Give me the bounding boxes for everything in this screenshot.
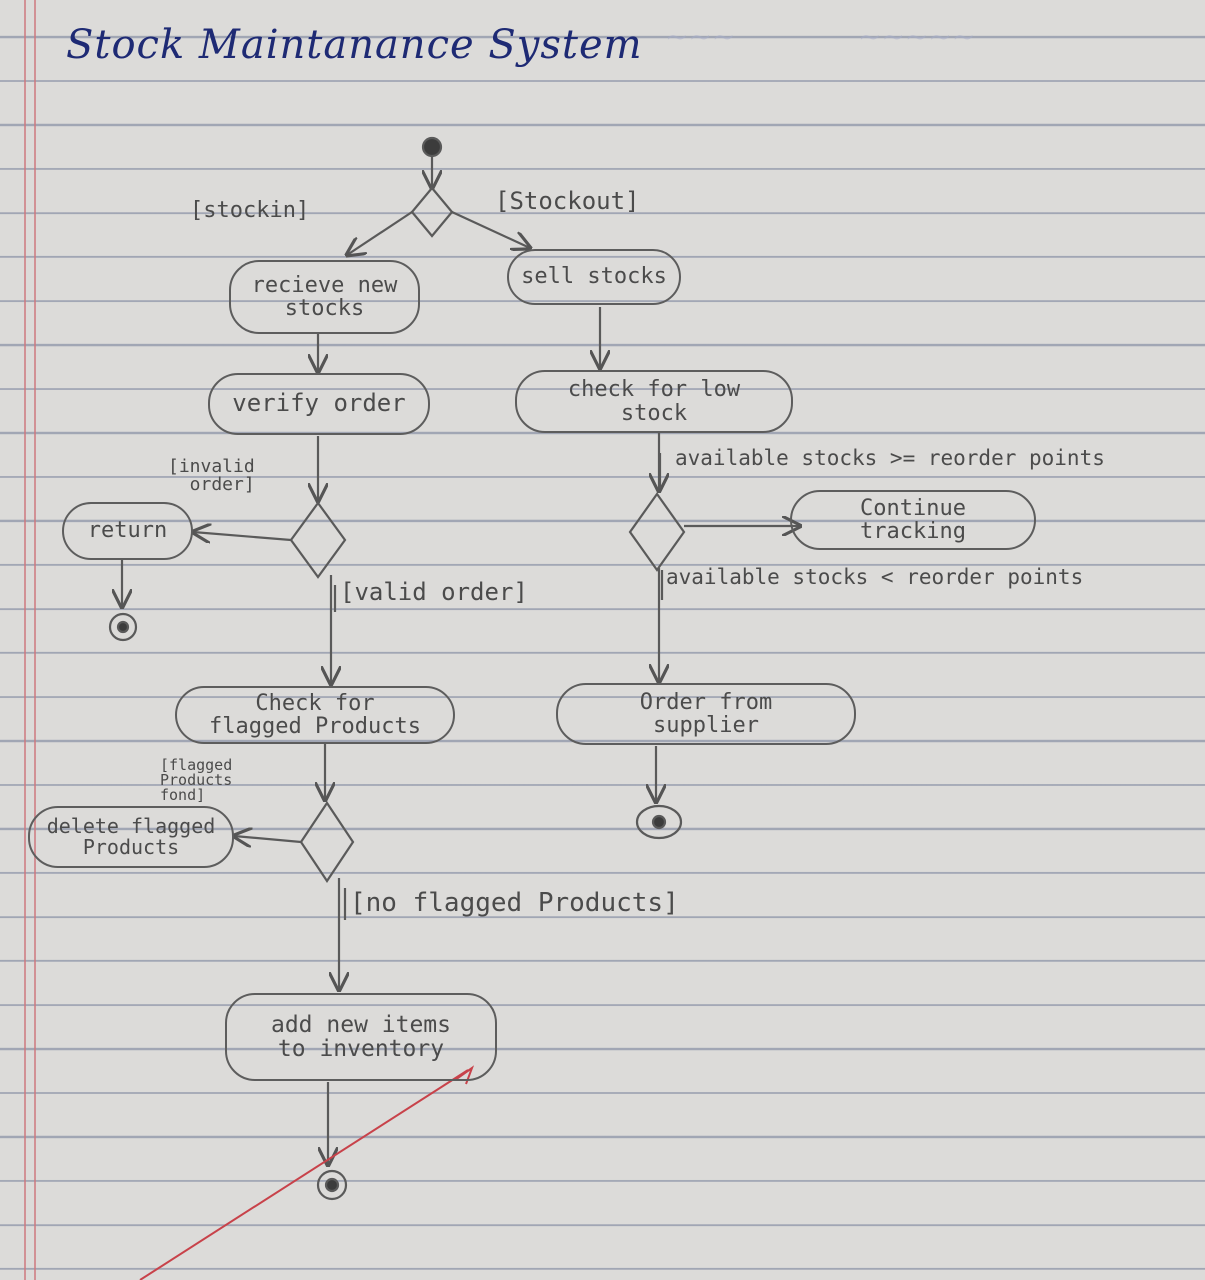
final-node-supplier-dot (651, 814, 667, 830)
guard-valid-order: [valid order] (340, 578, 528, 606)
final-node-main-dot (324, 1177, 340, 1193)
decision-flagged (299, 801, 355, 883)
edge-to-receive (347, 211, 413, 255)
edge-to-sell (451, 211, 530, 248)
guard-no-flagged: [no flagged Products] (350, 888, 679, 918)
edge-to-return (193, 532, 292, 540)
node-continue-tracking: Continue tracking (790, 490, 1036, 550)
red-pen-stroke (139, 1069, 469, 1280)
guard-stock-ok: available stocks >= reorder points (675, 446, 1105, 470)
decision-order-valid (289, 501, 347, 579)
final-node-main (316, 1169, 348, 1201)
guard-flagged-found: [flagged Products fond] (160, 756, 233, 804)
bleed-through-text: ~~~ (665, 20, 736, 53)
final-node-return (108, 612, 138, 642)
bleed-through-text-2: ~~~~~ (858, 20, 976, 53)
node-return: return (62, 502, 193, 560)
final-node-return-dot (116, 620, 130, 634)
diagram-title: Stock Maintanance System (66, 22, 643, 68)
guard-invalid-order: [invalid order] (168, 456, 255, 495)
margin-line-right (34, 0, 36, 1280)
decision-stock-type (410, 186, 454, 238)
guard-stock-out: [Stockout] (495, 187, 640, 215)
node-verify-order: verify order (208, 373, 430, 435)
decision-stock-level (628, 492, 686, 572)
node-check-low-stock: check for low stock (515, 370, 793, 433)
edge-to-delete (234, 836, 302, 842)
initial-node (421, 136, 443, 158)
margin-line-left (24, 0, 26, 1280)
guard-stock-low: available stocks < reorder points (666, 565, 1084, 589)
node-receive-new-stocks: recieve new stocks (229, 260, 420, 334)
node-delete-flagged-products: delete flagged Products (28, 806, 234, 868)
node-order-from-supplier: Order from supplier (556, 683, 856, 745)
node-add-new-items: add new items to inventory (225, 993, 497, 1081)
final-node-supplier (635, 804, 683, 840)
node-check-flagged-products: Check for flagged Products (175, 686, 455, 744)
node-sell-stocks: sell stocks (507, 249, 681, 305)
guard-stock-in: [stockin] (190, 198, 310, 223)
